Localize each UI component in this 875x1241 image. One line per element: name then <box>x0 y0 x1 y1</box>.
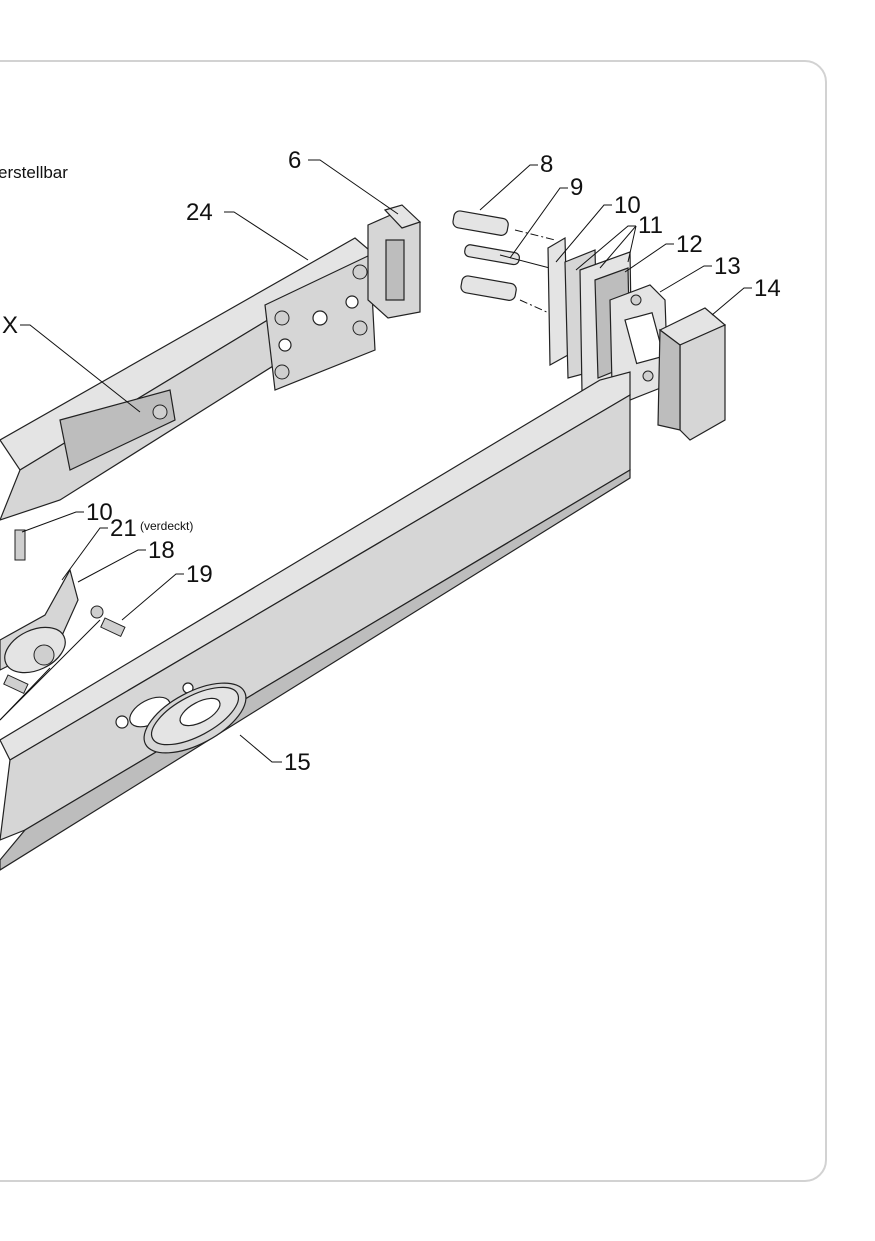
label-part-24: 24 <box>186 199 213 226</box>
oval-cover <box>143 682 247 754</box>
label-part-13: 13 <box>714 253 741 280</box>
label-part-6: 6 <box>288 147 301 174</box>
label-part-12: 12 <box>676 231 703 258</box>
label-part-14: 14 <box>754 275 781 302</box>
label-part-11: 11 <box>638 212 663 239</box>
mounting-bracket <box>609 284 669 401</box>
upper-rail <box>0 237 379 521</box>
label-part-19: 19 <box>186 561 213 588</box>
label-part-x: X <box>2 312 18 339</box>
leader-lines <box>0 159 752 763</box>
label-part-8: 8 <box>540 151 553 178</box>
label-part-21: 21 <box>110 515 137 542</box>
wall-dowels <box>452 210 566 319</box>
label-part-10-bottom: 10 <box>86 499 113 526</box>
adjustable-caption: erstellbar <box>0 163 68 182</box>
label-part-18: 18 <box>148 537 175 564</box>
end-cap <box>657 307 727 441</box>
label-part-10-top: 10 <box>614 192 641 219</box>
lower-fittings <box>0 529 126 695</box>
end-stop <box>367 204 422 319</box>
label-part-15: 15 <box>284 749 311 776</box>
content-frame <box>0 60 827 1182</box>
label-part-21-note: (verdeckt) <box>140 519 193 533</box>
label-part-9: 9 <box>570 174 583 201</box>
